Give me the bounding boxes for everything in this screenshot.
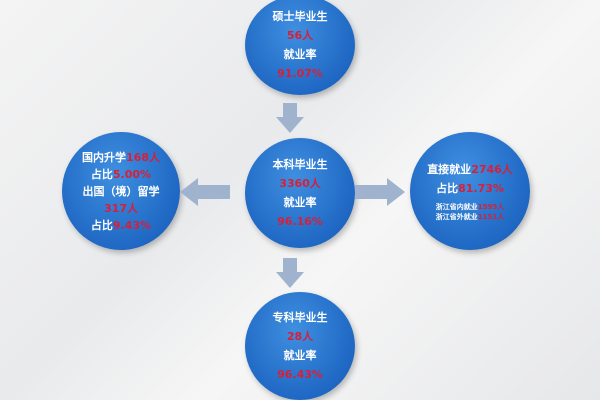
- associate-graduates-circle: 专科毕业生 28人 就业率 96.43%: [245, 292, 355, 400]
- domestic-count: 168人: [126, 150, 160, 164]
- master-graduates-circle: 硕士毕业生 56人 就业率 91.07%: [245, 0, 355, 95]
- arrow-down-bottom: [276, 258, 304, 288]
- out-province-count: 1151人: [477, 213, 505, 221]
- arrow-down-top: [276, 103, 304, 133]
- master-rate: 91.07%: [277, 67, 323, 80]
- bachelor-rate-label: 就业率: [283, 196, 317, 209]
- direct-label: 直接就业: [427, 163, 472, 176]
- bachelor-graduates-circle: 本科毕业生 3360人 就业率 96.16%: [245, 138, 355, 248]
- direct-ratio-label: 占比: [436, 182, 459, 195]
- associate-title: 专科毕业生: [272, 311, 328, 324]
- direct-ratio: 81.73%: [458, 182, 504, 195]
- in-province-label: 浙江省内就业: [435, 203, 478, 211]
- abroad-count: 317人: [104, 201, 138, 215]
- ratio-label-2: 占比: [90, 218, 113, 232]
- in-province-count: 1595人: [477, 203, 505, 211]
- bachelor-title: 本科毕业生: [272, 158, 328, 171]
- master-count: 56人: [286, 29, 314, 42]
- associate-rate-label: 就业率: [283, 349, 317, 362]
- arrow-right: [355, 178, 405, 206]
- bachelor-count: 3360人: [279, 177, 321, 190]
- master-rate-label: 就业率: [283, 48, 317, 61]
- out-province-label: 浙江省外就业: [435, 213, 478, 221]
- arrow-left: [180, 178, 230, 206]
- abroad-ratio: 9.43%: [112, 218, 152, 232]
- bachelor-rate: 96.16%: [277, 215, 323, 228]
- domestic-ratio: 5.00%: [112, 167, 152, 181]
- associate-count: 28人: [286, 330, 314, 343]
- further-study-circle: 国内升学168人 占比5.00% 出国（境）留学 317人 占比9.43%: [62, 132, 180, 250]
- associate-rate: 96.43%: [277, 368, 323, 381]
- domestic-label: 国内升学: [82, 150, 127, 164]
- employment-circle: 直接就业2746人 占比81.73% 浙江省内就业1595人 浙江省外就业115…: [410, 132, 530, 250]
- abroad-label: 出国（境）留学: [82, 184, 160, 198]
- ratio-label: 占比: [90, 167, 113, 181]
- master-title: 硕士毕业生: [272, 10, 328, 23]
- direct-count: 2746人: [471, 163, 513, 176]
